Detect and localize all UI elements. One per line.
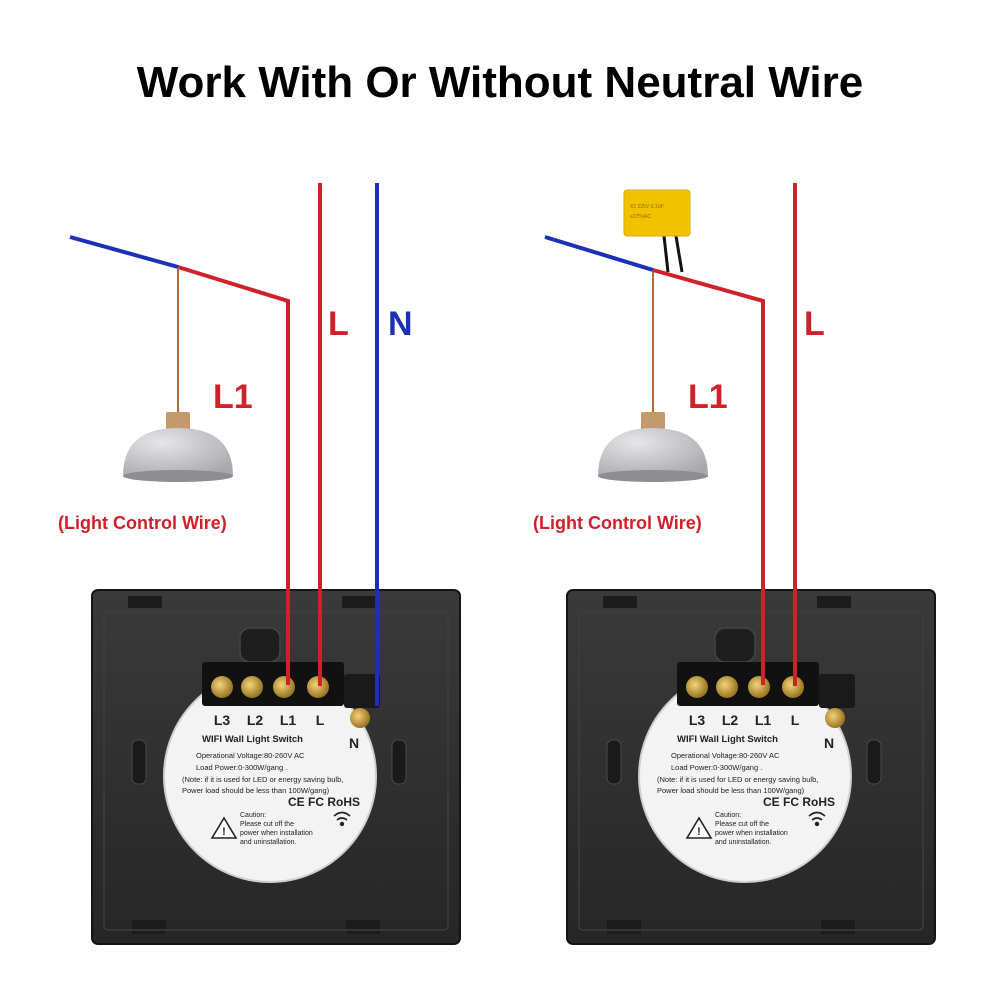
page-title: Work With Or Without Neutral Wire [137, 58, 863, 107]
terminal-label-l: L [316, 712, 325, 728]
warning-icon: ! [210, 816, 238, 839]
terminal-label-l3: L3 [214, 712, 231, 728]
caution-line-1: Please cut off the [240, 821, 294, 828]
right-panel: L3 L2 L1 L N WIFI Wall Light Switch Oper… [533, 183, 936, 945]
product-name: WIFI Wall Light Switch [677, 734, 778, 745]
wire-label-load: L1 [213, 378, 253, 416]
note-line-1: (Note: if it is used for LED or energy s… [182, 775, 343, 784]
terminal-label-l3: L3 [689, 712, 706, 728]
capacitor-icon: X2 225V 0.1UF ≤275VAC [623, 189, 691, 273]
warning-icon: ! [685, 816, 713, 839]
terminal-label-n: N [349, 735, 359, 751]
load-wire-l1 [177, 265, 290, 685]
caution-line-2: power when installation [715, 830, 788, 837]
terminal-label-l: L [791, 712, 800, 728]
wall-switch-back-icon: L3 L2 L1 L N WIFI Wall Light Switch Oper… [566, 589, 936, 945]
terminal-label-l1: L1 [755, 712, 772, 728]
caution-line-2: power when installation [240, 830, 313, 837]
control-wire-label: (Light Control Wire) [533, 513, 702, 533]
voltage-spec: Operational Voltage:80-260V AC [196, 751, 305, 760]
pendant-lamp-icon [123, 268, 233, 482]
load-power-spec: Load Power:0-300W/gang . [671, 763, 762, 772]
svg-text:!: ! [697, 826, 701, 838]
terminal-label-l2: L2 [722, 712, 739, 728]
caution-title: Caution: [715, 812, 741, 819]
cert-marks: CE FC RoHS [763, 795, 835, 809]
wire-label-load: L1 [688, 378, 728, 416]
wall-switch-back-icon: L3 L2 L1 L N WIFI Wall Light Switch Oper… [91, 589, 461, 945]
caution-line-3: and uninstallation. [715, 839, 771, 846]
note-line-2: Power load should be less than 100W/gang… [182, 786, 330, 795]
caution-title: Caution: [240, 812, 266, 819]
wifi-icon [808, 811, 826, 827]
neutral-wire-to-lamp [544, 235, 654, 272]
load-wire-l1 [652, 268, 765, 685]
voltage-spec: Operational Voltage:80-260V AC [671, 751, 780, 760]
caution-line-1: Please cut off the [715, 821, 769, 828]
wifi-icon [333, 811, 351, 827]
load-power-spec: Load Power:0-300W/gang . [196, 763, 287, 772]
cert-marks: CE FC RoHS [288, 795, 360, 809]
product-name: WIFI Wall Light Switch [202, 734, 303, 745]
left-panel: L3 L2 L1 L N WIFI Wall Light Switch Oper… [58, 183, 461, 945]
pendant-lamp-icon [598, 272, 708, 482]
capacitor-voltage: ≤275VAC [630, 214, 651, 220]
wire-label-live: L [804, 305, 825, 343]
terminal-label-l2: L2 [247, 712, 264, 728]
control-wire-label: (Light Control Wire) [58, 513, 227, 533]
terminal-label-l1: L1 [280, 712, 297, 728]
note-line-2: Power load should be less than 100W/gang… [657, 786, 805, 795]
terminal-label-n: N [824, 735, 834, 751]
caution-line-3: and uninstallation. [240, 839, 296, 846]
wire-label-live: L [328, 305, 349, 343]
wire-label-neutral: N [388, 305, 413, 343]
neutral-wire-to-lamp [69, 235, 179, 269]
note-line-1: (Note: if it is used for LED or energy s… [657, 775, 818, 784]
svg-text:!: ! [222, 826, 226, 838]
capacitor-rating: X2 225V 0.1UF [630, 204, 664, 210]
